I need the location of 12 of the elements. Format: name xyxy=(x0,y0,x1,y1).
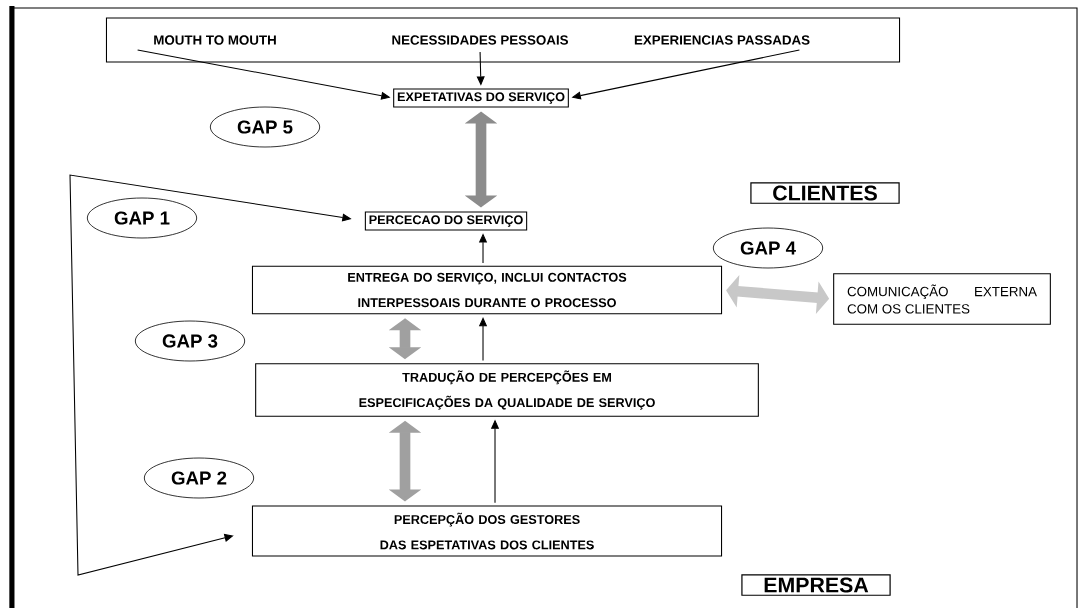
process-box: EXPETATIVAS DO SERVIÇO xyxy=(393,88,569,108)
process-box: PERCEPÇÃO DOS GESTORES DAS ESPETATIVAS DOS CLIENTES xyxy=(251,505,723,557)
process-box: COMUNICAÇÃO EXTERNA COM OS CLIENTES xyxy=(833,273,1051,325)
factor-label: NECESSIDADES PESSOAIS xyxy=(392,35,568,45)
process-box: ENTREGA DO SERVIÇO, INCLUI CONTACTOS INTERPESSOAIS DURANTE O PROCESSO xyxy=(251,265,723,315)
factor-label: MOUTH TO MOUTH xyxy=(154,35,276,45)
section-label-box: CLIENTES xyxy=(750,182,900,204)
factors-box xyxy=(105,17,901,63)
process-box: PERCECAO DO SERVIÇO xyxy=(364,211,528,231)
process-box: TRADUÇÃO DE PERCEPÇÕES EM ESPECIFICAÇÕES DA QUALIDADE DE SERVIÇO xyxy=(255,363,759,417)
factor-label: EXPERIENCIAS PASSADAS xyxy=(634,35,810,45)
section-label-box: EMPRESA xyxy=(741,574,891,596)
